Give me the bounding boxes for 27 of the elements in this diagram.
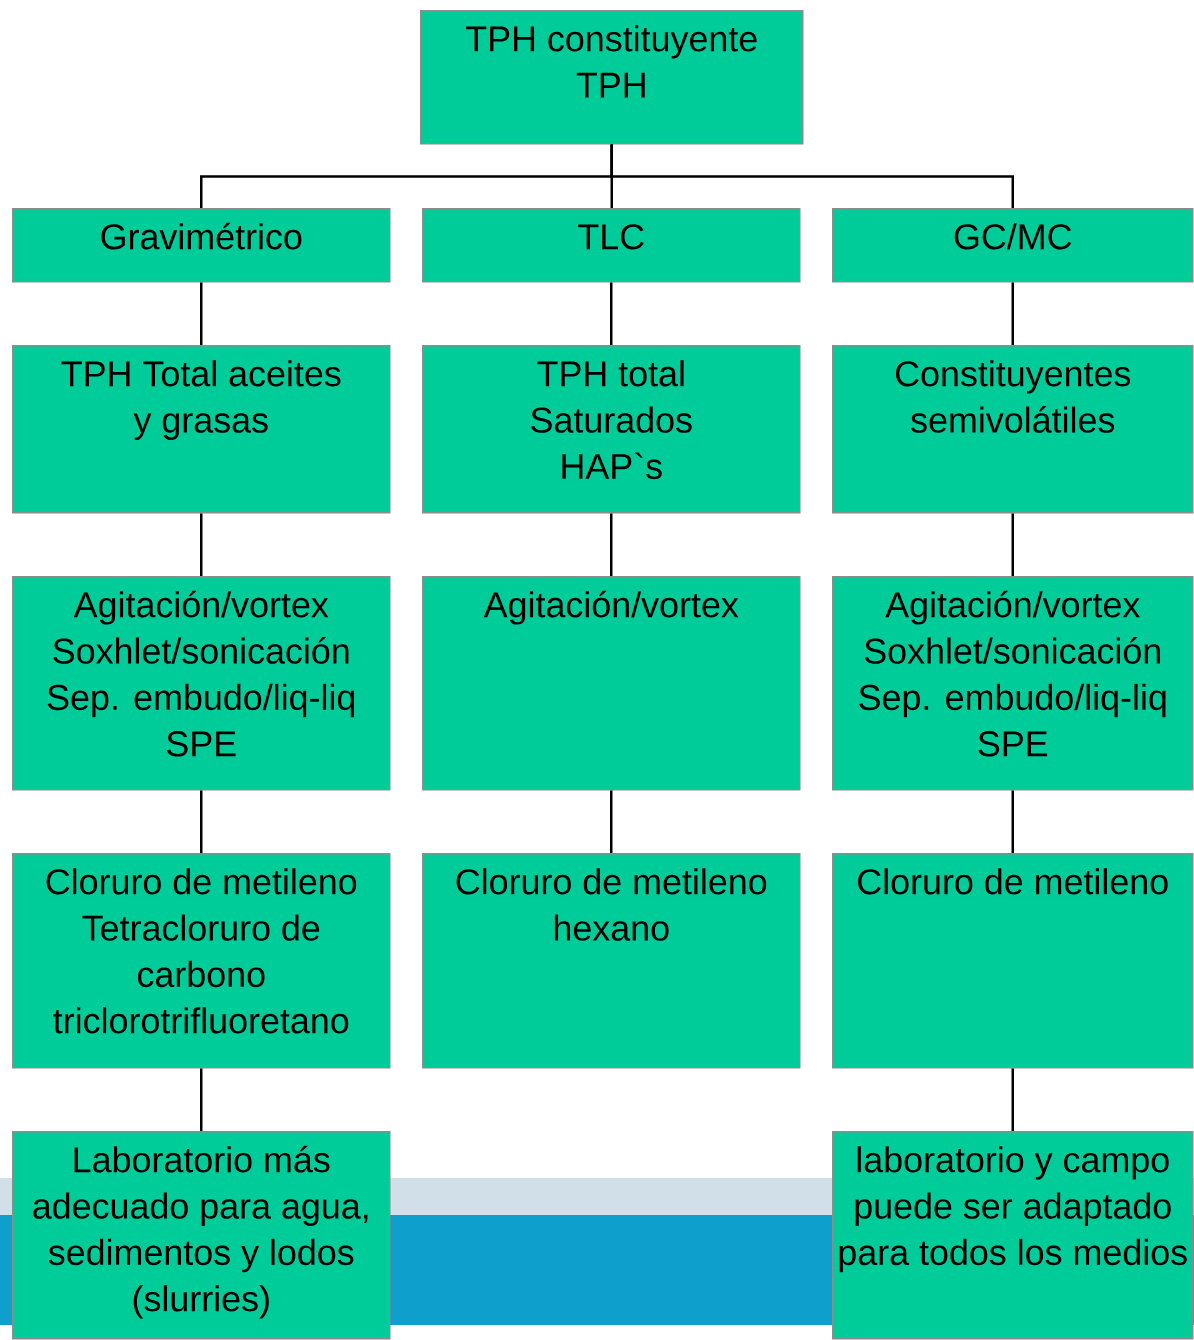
connector-line <box>610 513 613 576</box>
process-box: TPH Total aceites y grasas <box>12 345 391 514</box>
connector-line <box>200 282 203 345</box>
process-box: Constituyentes semivolátiles <box>832 345 1194 514</box>
connector-line <box>200 790 203 853</box>
method-box: GC/MC <box>832 208 1194 283</box>
connector-line <box>1011 282 1014 345</box>
connector-line <box>200 1068 203 1131</box>
connector-line <box>1011 790 1014 853</box>
process-box: Agitación/vortex Soxhlet/sonicación Sep. embudo/liq-liq SPE <box>12 576 391 791</box>
connector-line <box>610 790 613 853</box>
process-box: Cloruro de metileno hexano <box>422 853 801 1069</box>
connector-line <box>610 282 613 345</box>
connector-line <box>1011 1068 1014 1131</box>
connector-line <box>1011 513 1014 576</box>
process-box: Agitación/vortex <box>422 576 801 791</box>
process-box: Laboratorio más adecuado para agua, sedimentos y lodos (slurries) <box>12 1131 391 1340</box>
title-box: TPH constituyente TPH <box>420 10 804 145</box>
process-box: Cloruro de metileno Tetracloruro de carbono triclorotrifluoretano <box>12 853 391 1069</box>
method-box: TLC <box>422 208 801 283</box>
method-box: Gravimétrico <box>12 208 391 283</box>
process-box: Agitación/vortex Soxhlet/sonicación Sep. embudo/liq-liq SPE <box>832 576 1194 791</box>
connector-line <box>200 513 203 576</box>
connector-line <box>610 144 1014 208</box>
process-box: TPH total Saturados HAP`s <box>422 345 801 514</box>
process-box: laboratorio y campo puede ser adaptado para todos los medios <box>832 1131 1194 1340</box>
process-box: Cloruro de metileno <box>832 853 1194 1069</box>
